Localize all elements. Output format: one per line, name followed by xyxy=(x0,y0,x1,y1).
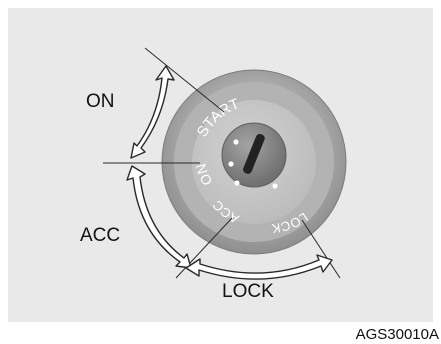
guide-line-lock xyxy=(301,219,341,279)
position-dot xyxy=(233,139,239,145)
zone-label-acc: ACC xyxy=(80,225,121,246)
acc-range-arrow xyxy=(126,165,192,269)
position-dot xyxy=(234,180,240,186)
guide-line-start xyxy=(144,47,225,113)
lock-range-arrow xyxy=(185,254,333,280)
range-arrows xyxy=(126,65,333,280)
position-dot xyxy=(272,183,278,189)
on-range-arrow xyxy=(130,65,175,159)
key-slot xyxy=(243,133,265,174)
zone-label-on: ON xyxy=(86,91,115,112)
zone-label-lock: LOCK xyxy=(222,281,274,302)
ignition-switch: START ON ACC LOCK xyxy=(161,69,347,255)
figure-code: AGS30010A xyxy=(355,326,439,343)
position-dot xyxy=(228,161,234,167)
